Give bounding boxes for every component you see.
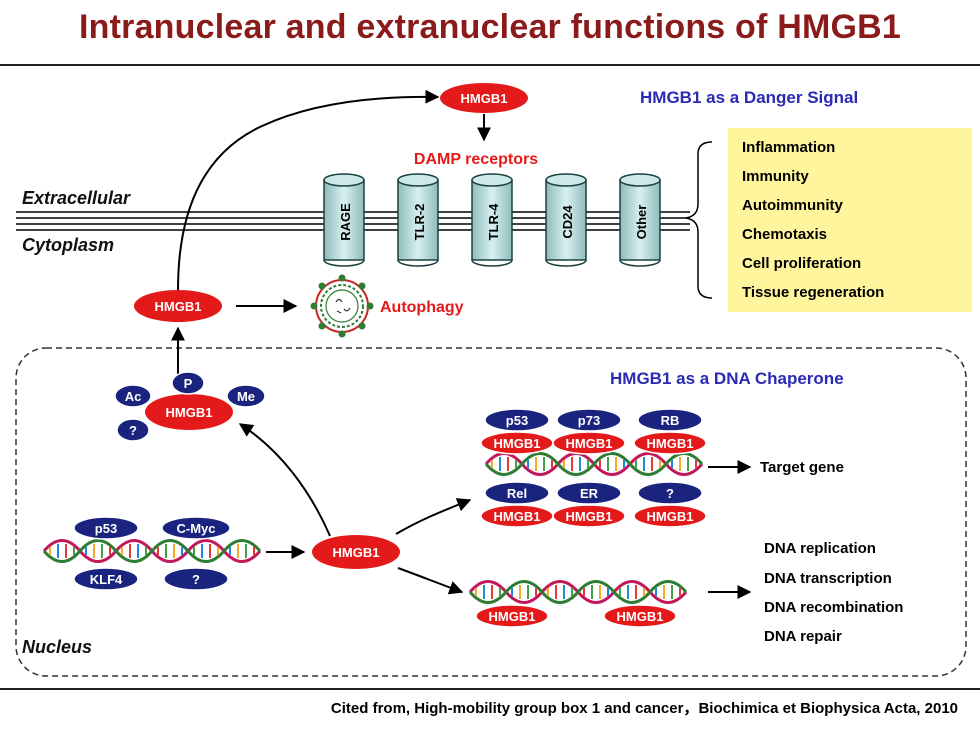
svg-text:TLR-2: TLR-2	[412, 204, 427, 241]
slide-title: Intranuclear and extranuclear functions …	[79, 8, 901, 46]
svg-text:ER: ER	[580, 486, 599, 501]
receptor-tlr2: TLR-2	[397, 173, 439, 267]
outcome-item: Cell proliferation	[742, 255, 861, 272]
svg-text:HMGB1: HMGB1	[333, 545, 380, 560]
svg-text:p53: p53	[506, 413, 528, 428]
outcome-item: Tissue regeneration	[742, 284, 884, 301]
dna-function-item: DNA replication	[764, 540, 876, 557]
extracellular-label: Extracellular	[22, 188, 131, 208]
modified-hmgb1: HMGB1 Ac P Me ?	[114, 371, 266, 442]
hmgb1-bound: HMGB1	[480, 504, 554, 528]
hmgb1-bound: HMGB1	[480, 431, 554, 455]
svg-text:HMGB1: HMGB1	[155, 299, 202, 314]
svg-text:HMGB1: HMGB1	[566, 436, 613, 451]
receptor-other: Other	[619, 173, 661, 267]
svg-text:HMGB1: HMGB1	[461, 91, 508, 106]
factor-p53: p53	[484, 408, 550, 432]
svg-text:TLR-4: TLR-4	[486, 203, 501, 241]
hmgb1-bound: HMGB1	[475, 604, 549, 628]
cytoplasm-label: Cytoplasm	[22, 235, 114, 255]
svg-text:?: ?	[192, 572, 200, 587]
arrow-to-transcription	[395, 498, 472, 535]
svg-text:HMGB1: HMGB1	[494, 509, 541, 524]
svg-text:HMGB1: HMGB1	[647, 509, 694, 524]
svg-text:Rel: Rel	[507, 486, 527, 501]
factor-p53-left: p53	[73, 516, 139, 540]
svg-text:KLF4: KLF4	[90, 572, 123, 587]
hmgb1-cytoplasm: HMGB1	[134, 290, 222, 322]
dna-helix-left	[42, 539, 262, 563]
dna-function-item: DNA transcription	[764, 570, 892, 587]
factor-rb: RB	[637, 408, 703, 432]
dna-helix-upper	[484, 452, 704, 476]
hmgb1-bound: HMGB1	[552, 431, 626, 455]
dna-helix-lower	[468, 580, 688, 604]
target-gene-label: Target gene	[760, 459, 844, 476]
dna-chaperone-heading: HMGB1 as a DNA Chaperone	[610, 369, 844, 388]
dna-function-item: DNA recombination	[764, 599, 903, 616]
factor-unknown-left: ?	[163, 567, 229, 591]
title-divider	[0, 64, 980, 66]
svg-text:p53: p53	[95, 521, 117, 536]
danger-signal-heading: HMGB1 as a Danger Signal	[640, 88, 858, 107]
receptor-rage: RAGE	[323, 173, 365, 267]
hmgb1-bound: HMGB1	[603, 604, 677, 628]
svg-text:Ac: Ac	[125, 389, 142, 404]
hmgb1-center: HMGB1	[312, 535, 400, 569]
svg-text:HMGB1: HMGB1	[489, 609, 536, 624]
factor-unknown: ?	[637, 481, 703, 505]
factor-p73: p73	[556, 408, 622, 432]
damp-receptors-label: DAMP receptors	[414, 151, 538, 168]
hmgb1-bound: HMGB1	[633, 431, 707, 455]
svg-text:HMGB1: HMGB1	[647, 436, 694, 451]
svg-text:HMGB1: HMGB1	[566, 509, 613, 524]
arrow-to-modified	[238, 423, 331, 537]
svg-text:?: ?	[666, 486, 674, 501]
secretion-arrow	[177, 89, 440, 291]
svg-text:HMGB1: HMGB1	[617, 609, 664, 624]
hmgb1-bound: HMGB1	[633, 504, 707, 528]
svg-text:?: ?	[129, 423, 137, 438]
outcomes-brace	[685, 141, 713, 299]
receptor-cd24: CD24	[545, 173, 587, 267]
svg-text:C-Myc: C-Myc	[176, 521, 215, 536]
nucleus-boundary	[15, 347, 967, 677]
arrow-to-dna-functions	[397, 567, 464, 595]
svg-text:HMGB1: HMGB1	[166, 405, 213, 420]
receptor-tlr4: TLR-4	[471, 173, 513, 267]
svg-text:RAGE: RAGE	[338, 203, 353, 241]
autophagy-label: Autophagy	[380, 299, 464, 316]
svg-text:HMGB1: HMGB1	[494, 436, 541, 451]
outcome-item: Immunity	[742, 168, 809, 185]
svg-text:RB: RB	[661, 413, 680, 428]
factor-cmyc: C-Myc	[161, 516, 231, 540]
hmgb1-extracellular: HMGB1	[440, 83, 528, 113]
svg-text:P: P	[184, 376, 193, 391]
outcomes-box	[728, 128, 972, 312]
outcome-item: Chemotaxis	[742, 226, 827, 243]
svg-text:Other: Other	[634, 205, 649, 240]
autophagosome-icon	[310, 274, 374, 338]
dna-function-item: DNA repair	[764, 628, 842, 645]
nucleus-label: Nucleus	[22, 637, 92, 657]
citation: Cited from, High-mobility group box 1 an…	[330, 700, 958, 717]
svg-text:CD24: CD24	[560, 205, 575, 239]
factor-er: ER	[556, 481, 622, 505]
factor-klf4: KLF4	[73, 567, 139, 591]
outcome-item: Autoimmunity	[742, 197, 843, 214]
svg-text:Me: Me	[237, 389, 255, 404]
factor-rel: Rel	[484, 481, 550, 505]
hmgb1-bound: HMGB1	[552, 504, 626, 528]
svg-text:p73: p73	[578, 413, 600, 428]
outcome-item: Inflammation	[742, 139, 835, 156]
footer-divider	[0, 688, 980, 690]
